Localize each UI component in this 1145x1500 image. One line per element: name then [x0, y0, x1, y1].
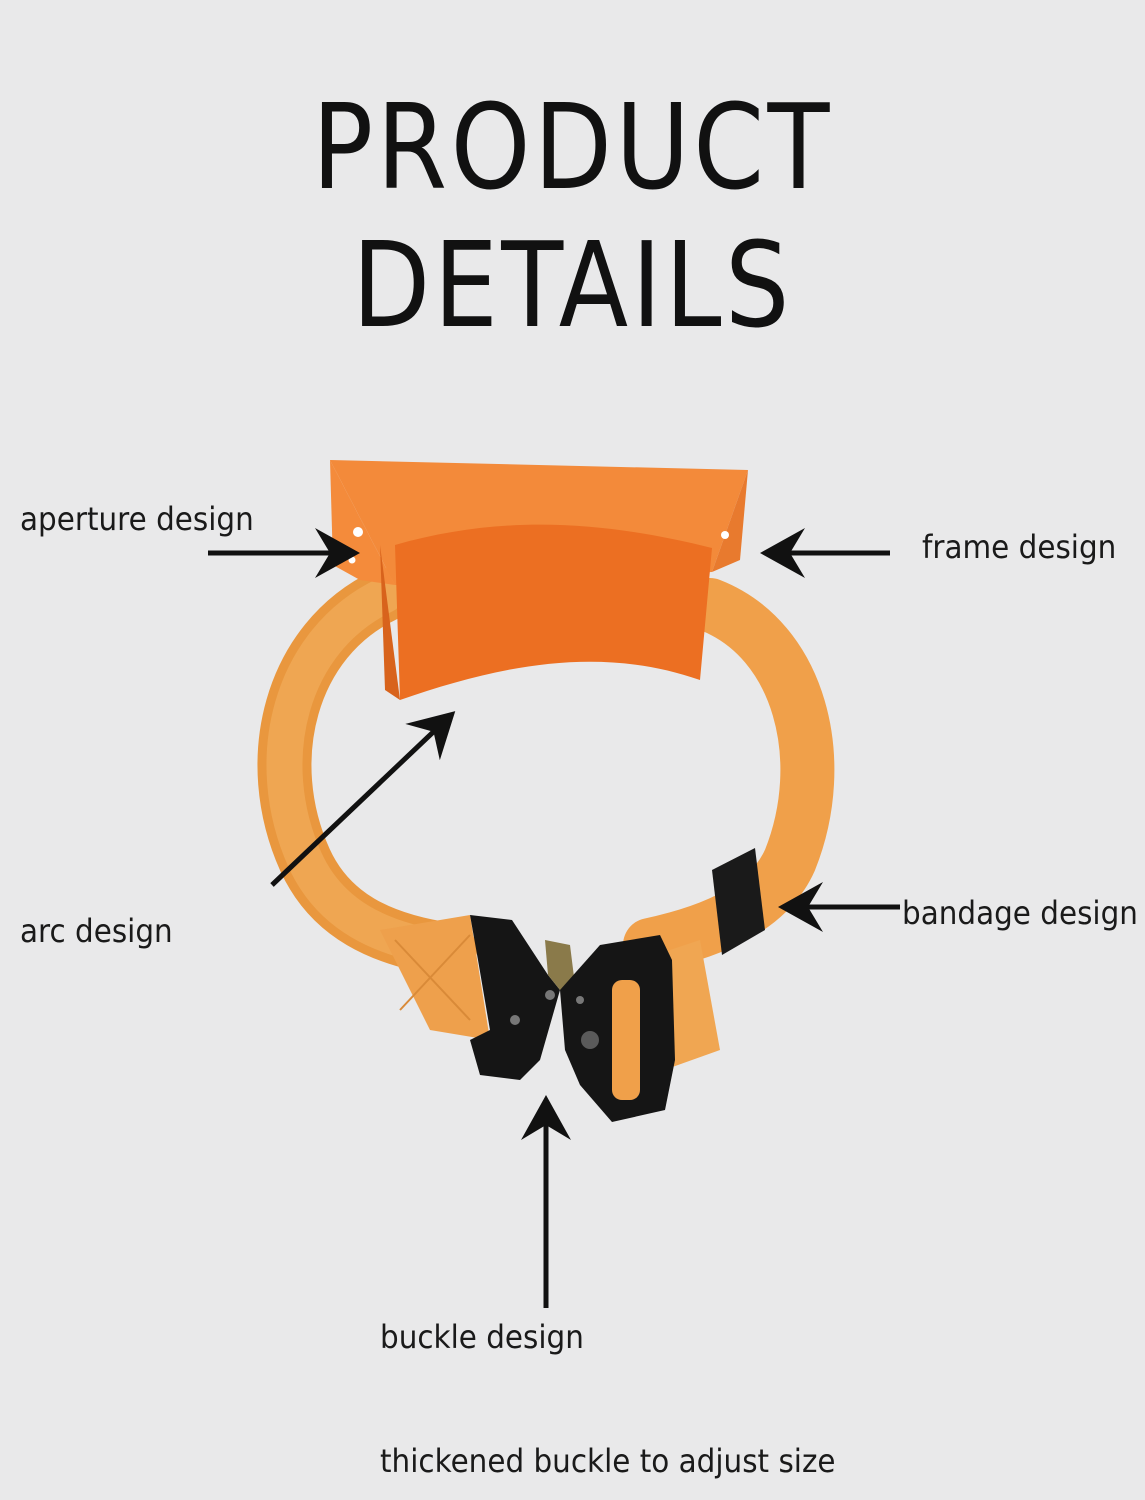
page-title: PRODUCT DETAILS	[312, 78, 833, 354]
aperture-design-label: aperture design	[20, 500, 254, 538]
frame-design-label: frame design	[922, 528, 1117, 566]
buckle-design-label: buckle design	[380, 1318, 584, 1356]
arc-arrow	[270, 711, 456, 887]
frame-plate	[330, 460, 748, 700]
bandage	[712, 848, 765, 955]
footer-caption: thickened buckle to adjust size	[380, 1442, 836, 1480]
arrows	[208, 528, 900, 1308]
bandage-design-label: bandage design	[902, 894, 1138, 932]
arc-design-label: arc design	[20, 912, 173, 950]
buckle	[470, 915, 675, 1122]
